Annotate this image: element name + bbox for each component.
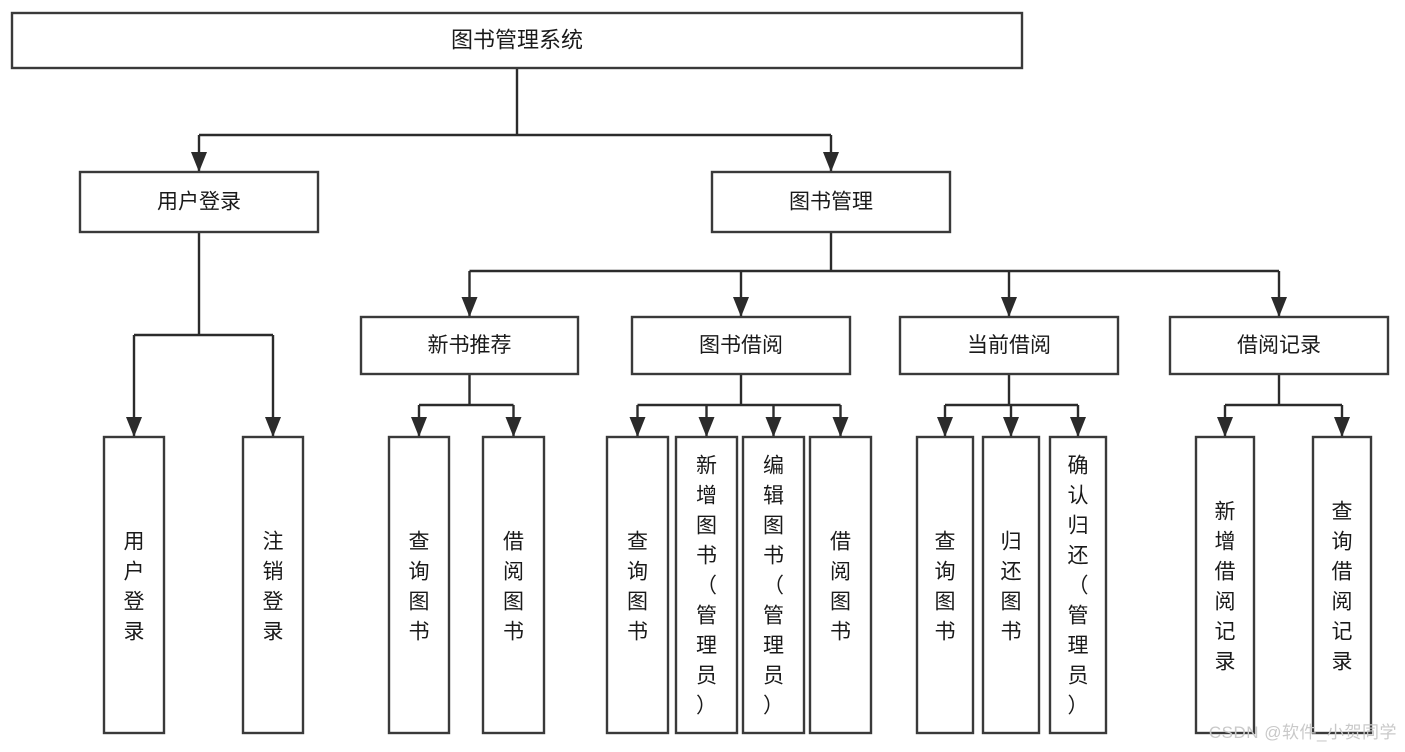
node-layer: 图书管理系统用户登录图书管理新书推荐图书借阅当前借阅借阅记录用户登录注销登录查询…: [10, 11, 1390, 735]
node-box-level2-3: [1168, 315, 1390, 376]
node-leaf-1[interactable]: 注销登录: [241, 435, 305, 735]
arrow-head-icon: [1217, 417, 1233, 437]
node-leaf-2[interactable]: 查询图书: [387, 435, 451, 735]
arrow-head-icon: [461, 297, 478, 317]
node-leaf-12[interactable]: 查询借阅记录: [1311, 435, 1373, 735]
arrow-head-icon: [265, 417, 281, 437]
arrow-head-icon: [823, 152, 839, 172]
node-label: 借阅记录: [1237, 334, 1321, 357]
node-label: 编辑图书（管理员）: [763, 455, 784, 718]
node-box-leaf-0: [102, 435, 166, 735]
node-leaf-4[interactable]: 查询图书: [605, 435, 670, 735]
node-label: 查询图书: [935, 530, 956, 643]
arrow-head-icon: [629, 417, 646, 437]
node-box-leaf-1: [241, 435, 305, 735]
node-leaf-9[interactable]: 归还图书: [981, 435, 1041, 735]
arrow-head-icon: [937, 417, 953, 437]
node-label: 当前借阅: [967, 334, 1051, 357]
node-box-leaf-7: [808, 435, 873, 735]
arrow-head-icon: [1001, 297, 1017, 317]
node-label: 图书借阅: [699, 334, 783, 357]
node-box-leaf-11: [1194, 435, 1256, 735]
node-level1-0[interactable]: 用户登录: [78, 170, 320, 234]
node-box-level2-0: [359, 315, 580, 376]
node-leaf-8[interactable]: 查询图书: [915, 435, 975, 735]
node-label: 新增借阅记录: [1215, 500, 1236, 673]
node-leaf-3[interactable]: 借阅图书: [481, 435, 546, 735]
node-box-level1-1: [710, 170, 952, 234]
node-leaf-10[interactable]: 确认归还（管理员）: [1048, 435, 1108, 735]
node-leaf-0[interactable]: 用户登录: [102, 435, 166, 735]
node-box-leaf-8: [915, 435, 975, 735]
arrow-head-icon: [698, 417, 715, 437]
node-label: 图书管理: [789, 191, 873, 214]
node-box-leaf-12: [1311, 435, 1373, 735]
arrow-head-icon: [191, 152, 207, 172]
node-label: 注销登录: [263, 530, 284, 643]
node-box-leaf-4: [605, 435, 670, 735]
arrow-head-icon: [765, 417, 782, 437]
arrow-head-icon: [832, 417, 849, 437]
arrow-head-icon: [505, 417, 522, 437]
node-box-leaf-9: [981, 435, 1041, 735]
node-leaf-5[interactable]: 新增图书（管理员）: [674, 435, 739, 735]
arrow-head-icon: [126, 417, 142, 437]
node-label: 确认归还（管理员）: [1068, 455, 1089, 718]
node-label: 图书管理系统: [451, 27, 583, 52]
node-level2-1[interactable]: 图书借阅: [630, 315, 852, 376]
node-level2-3[interactable]: 借阅记录: [1168, 315, 1390, 376]
node-label: 查询图书: [627, 530, 648, 643]
node-box-leaf-5: [674, 435, 739, 735]
node-label: 查询借阅记录: [1332, 500, 1353, 673]
node-box-leaf-2: [387, 435, 451, 735]
node-box-level2-1: [630, 315, 852, 376]
node-box-level1-0: [78, 170, 320, 234]
node-box-root: [10, 11, 1024, 70]
node-label: 查询图书: [409, 530, 430, 643]
arrow-head-icon: [733, 297, 749, 317]
arrow-head-icon: [1334, 417, 1350, 437]
node-leaf-11[interactable]: 新增借阅记录: [1194, 435, 1256, 735]
node-leaf-6[interactable]: 编辑图书（管理员）: [741, 435, 806, 735]
node-level2-0[interactable]: 新书推荐: [359, 315, 580, 376]
arrow-head-icon: [1070, 417, 1086, 437]
node-box-leaf-3: [481, 435, 546, 735]
node-label: 新增图书（管理员）: [696, 455, 717, 718]
node-root[interactable]: 图书管理系统: [10, 11, 1024, 70]
node-leaf-7[interactable]: 借阅图书: [808, 435, 873, 735]
arrow-head-icon: [1003, 417, 1019, 437]
node-label: 借阅图书: [503, 530, 524, 643]
node-level1-1[interactable]: 图书管理: [710, 170, 952, 234]
node-box-leaf-6: [741, 435, 806, 735]
node-label: 用户登录: [157, 191, 241, 214]
connector-layer: [126, 68, 1350, 437]
node-label: 新书推荐: [428, 334, 512, 357]
node-label: 用户登录: [124, 530, 145, 643]
node-level2-2[interactable]: 当前借阅: [898, 315, 1120, 376]
node-label: 借阅图书: [830, 530, 851, 643]
arrow-head-icon: [411, 417, 427, 437]
node-box-leaf-10: [1048, 435, 1108, 735]
node-label: 归还图书: [1001, 530, 1022, 643]
arrow-head-icon: [1271, 297, 1287, 317]
node-box-level2-2: [898, 315, 1120, 376]
